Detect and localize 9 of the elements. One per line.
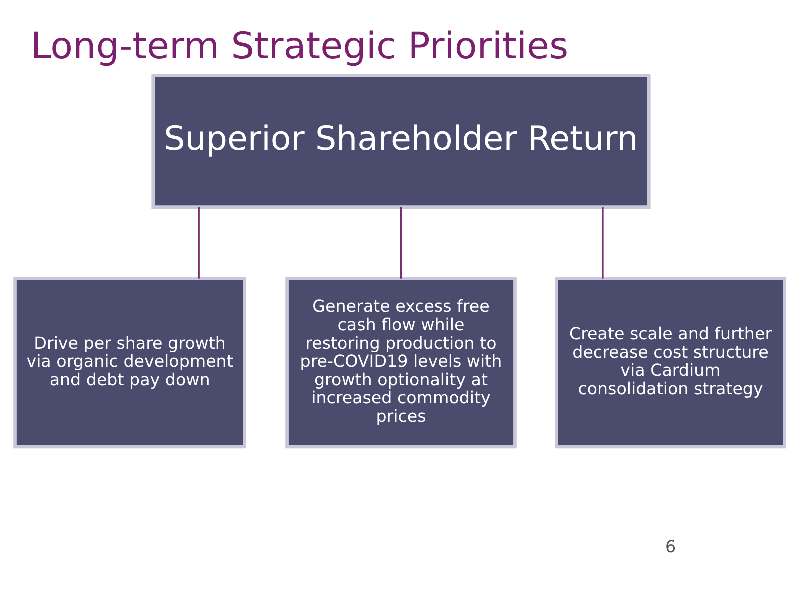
diagram-title: Long-term Strategic Priorities bbox=[30, 24, 569, 68]
label: 6 bbox=[665, 537, 676, 556]
node-box: Drive per share growth via organic development and debt pay down bbox=[14, 276, 247, 448]
node-box: Create scale and further decrease cost structure via Cardium consolidation strategy bbox=[555, 276, 786, 448]
connector bbox=[602, 206, 604, 278]
connector bbox=[400, 206, 402, 278]
connector bbox=[198, 206, 200, 278]
node-box: Generate excess free cash flow while restoring production to pre-COVID19 levels with growth optionality at increased commodity prices bbox=[286, 276, 517, 448]
node-box: Superior Shareholder Return bbox=[152, 74, 651, 208]
